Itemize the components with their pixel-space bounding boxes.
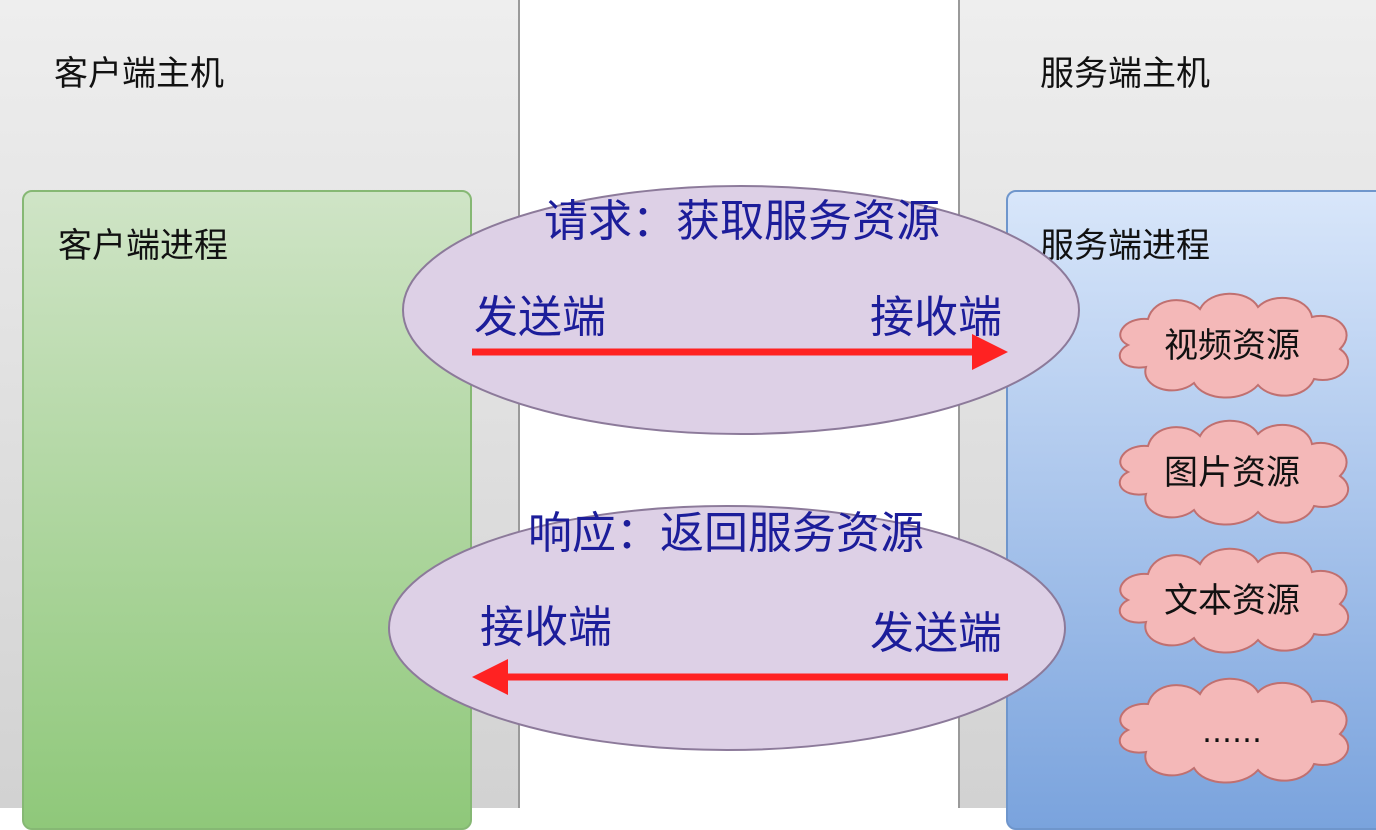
resource-label-image: 图片资源: [1164, 453, 1300, 493]
resource-label-text: 文本资源: [1164, 581, 1300, 621]
request-title: 请求：获取服务资源: [544, 196, 940, 247]
client-host-label: 客户端主机: [54, 54, 224, 94]
response-arrow-head: [472, 659, 508, 695]
diagram-canvas: 请求：获取服务资源 发送端 接收端 响应：返回服务资源 接收端 发送端 视频资源…: [388, 185, 1350, 784]
response-ellipse: [388, 505, 1066, 751]
resource-cloud-image: 图片资源: [1118, 419, 1350, 526]
request-ellipse: [402, 185, 1080, 435]
request-receiver-label: 接收端: [870, 292, 1002, 343]
response-title: 响应：返回服务资源: [528, 508, 924, 559]
response-group: 响应：返回服务资源 接收端 发送端: [388, 505, 1066, 751]
client-process-label: 客户端进程: [58, 226, 228, 266]
server-process-label: 服务端进程: [1040, 226, 1210, 266]
request-sender-label: 发送端: [474, 292, 606, 343]
response-sender-label: 发送端: [870, 608, 1002, 659]
response-receiver-label: 接收端: [480, 602, 612, 653]
resource-label-more: ……: [1202, 715, 1262, 750]
client-process: 客户端进程: [22, 190, 472, 830]
resource-cloud-more: ……: [1118, 677, 1350, 784]
server-host-label: 服务端主机: [1040, 54, 1210, 94]
resource-label-video: 视频资源: [1164, 326, 1300, 366]
request-group: 请求：获取服务资源 发送端 接收端: [402, 185, 1080, 435]
request-arrow-head: [972, 334, 1008, 370]
resource-cloud-video: 视频资源: [1118, 292, 1350, 399]
resource-cloud-text: 文本资源: [1118, 547, 1350, 654]
